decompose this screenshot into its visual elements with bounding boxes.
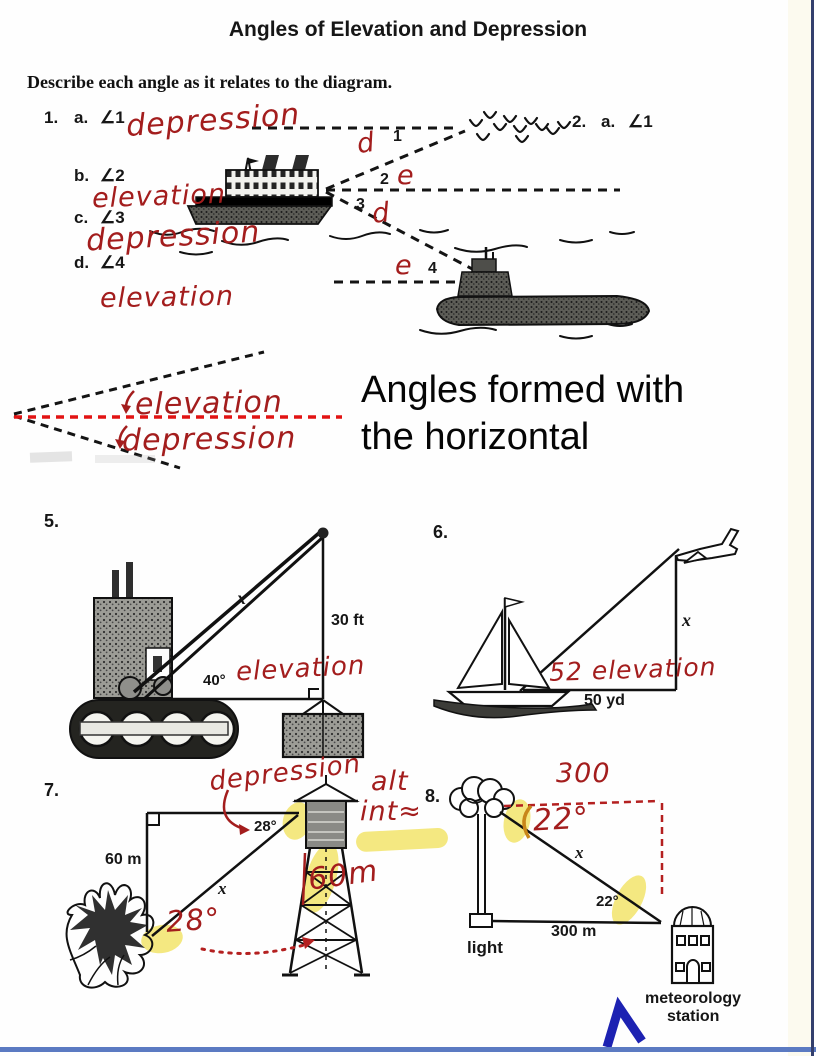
p7-height-label: 60 m <box>105 851 142 868</box>
p8-distance-annotation: 300 <box>556 758 611 789</box>
instruction-text: Describe each angle as it relates to the… <box>27 72 393 92</box>
meteorology-station-illustration <box>670 906 715 985</box>
p6-base-label: 50 yd <box>584 692 625 709</box>
bush-illustration <box>65 882 155 989</box>
ship-red-d3: d <box>370 197 392 230</box>
margin-note-line2: int≈ <box>360 796 422 827</box>
p8-station-label-1: meteorology <box>645 990 742 1007</box>
p6-annotation: 52 elevation <box>548 652 717 687</box>
sailboat-illustration <box>433 597 598 719</box>
p1d-angle: ∠4 <box>100 253 125 272</box>
p2a-label: a. <box>601 112 616 131</box>
sight-lines-dashed <box>252 126 620 284</box>
p1a-label: a. <box>74 108 89 127</box>
page-title: Angles of Elevation and Depression <box>228 18 588 41</box>
airplane-icon <box>674 527 740 564</box>
p7-number: 7. <box>44 780 60 800</box>
p1c-label: c. <box>74 208 89 227</box>
birds-icon <box>468 110 572 144</box>
p1b-angle: ∠2 <box>100 166 125 185</box>
water-waves <box>149 227 635 340</box>
right-border-line <box>811 0 814 1056</box>
ship-angle-3: 3 <box>356 196 365 213</box>
p6-x-label: x <box>682 610 691 630</box>
submarine-illustration <box>435 247 651 327</box>
key-angle-diagram <box>13 350 342 470</box>
searchlight-illustration <box>469 814 493 928</box>
ship-angle-2: 2 <box>380 171 389 188</box>
p8-base-label: 300 m <box>551 923 597 940</box>
p2a-angle: ∠1 <box>628 112 653 131</box>
p8-x-label: x <box>575 843 584 862</box>
bottom-border-line <box>0 1047 816 1052</box>
triangle-6 <box>519 548 680 692</box>
p8-light-label: light <box>467 938 503 957</box>
p1b-label: b. <box>74 166 90 185</box>
ship-illustration <box>186 155 333 225</box>
ship-red-e2: e <box>397 160 415 191</box>
scan-edge <box>788 0 812 1056</box>
p7-red-annotations <box>200 789 315 955</box>
crane-load-illustration <box>281 699 365 759</box>
key-elevation-label: elevation <box>134 384 284 423</box>
key-caption-line1: Angles formed with <box>361 369 685 411</box>
p6-number: 6. <box>433 522 449 542</box>
key-caption-line2: the horizontal <box>361 416 590 458</box>
p5-number: 5. <box>44 511 60 531</box>
p1a-angle: ∠1 <box>100 108 125 127</box>
crane-illustration <box>69 527 329 759</box>
p1d-answer: elevation <box>99 280 235 315</box>
ship-angle-1: 1 <box>393 128 402 145</box>
p8-station-label-2: station <box>667 1008 720 1025</box>
p5-height-label: 30 ft <box>331 612 364 629</box>
p8-number: 8. <box>425 786 441 806</box>
p1d-label: d. <box>74 253 90 272</box>
p7-angle-annotation: 28° <box>164 901 222 939</box>
key-depression-label: depression <box>121 420 297 459</box>
triangle-7 <box>145 811 299 937</box>
p8-red-annotations <box>503 799 664 897</box>
p1-number: 1. <box>44 108 59 127</box>
p8-angle-label: 22° <box>596 893 619 910</box>
p7-x-label: x <box>218 879 227 898</box>
cloud-illustration <box>449 776 515 818</box>
p1c-angle: ∠3 <box>100 208 125 227</box>
p5-x-label: x <box>237 588 246 608</box>
p2-number: 2. <box>572 112 587 131</box>
p8-angle-annotation: 22° <box>532 800 591 839</box>
ship-angle-4: 4 <box>428 260 437 277</box>
p7-angle-top-label: 28° <box>254 818 277 835</box>
ship-red-e4: e <box>395 250 413 281</box>
p5-angle-label: 40° <box>203 672 226 689</box>
blue-pointer-arrow <box>602 996 646 1049</box>
margin-note-line1: alt <box>371 766 409 797</box>
